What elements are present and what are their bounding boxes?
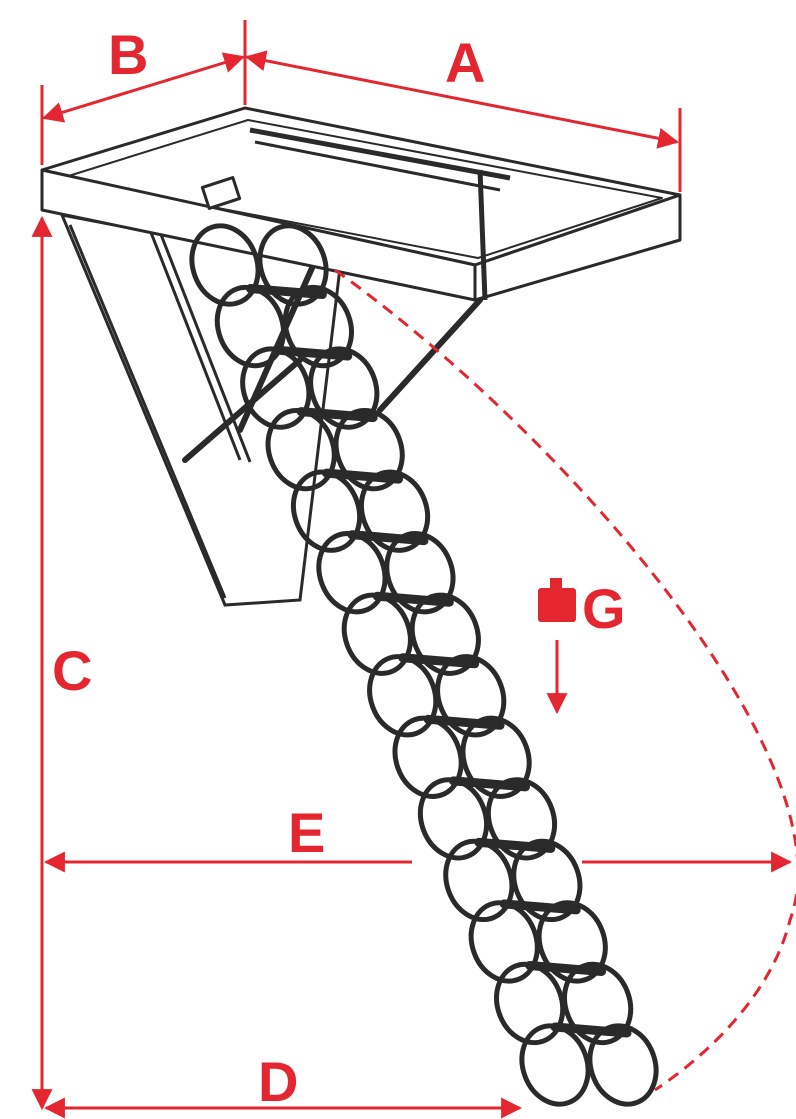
ladder-link-left: [519, 1023, 591, 1107]
ladder-link-left: [417, 777, 489, 861]
ladder-link-left: [189, 223, 261, 307]
dimension-d-label: D: [258, 1050, 298, 1113]
ladder-link-right: [257, 223, 329, 307]
ladder-step: [423, 714, 505, 730]
ladder-link-left: [316, 531, 388, 615]
ladder-step: [499, 899, 581, 915]
ladder-link-left: [341, 592, 413, 676]
ladder-link-left: [468, 900, 540, 984]
ladder-step: [271, 345, 353, 361]
swing-arc: [334, 268, 796, 1092]
dimension-lines: [31, 20, 793, 1119]
ladder-step: [525, 960, 607, 976]
ladder-step: [322, 468, 404, 484]
weight-icon: [538, 578, 576, 622]
ladder-step: [296, 407, 378, 423]
ladder-link-left: [392, 715, 464, 799]
ladder-link-left: [265, 407, 337, 492]
scissor-ladder: [189, 223, 659, 1107]
hinge-arms: [182, 247, 483, 463]
hatch-door: [59, 213, 342, 607]
ladder-link-left: [494, 961, 566, 1046]
dimension-b-label: B: [108, 23, 148, 86]
ceiling-frame: [40, 106, 682, 302]
ladder-link-left: [240, 346, 312, 430]
ladder-step: [474, 837, 556, 853]
ladder-step: [398, 653, 480, 669]
dimension-c-label: C: [52, 639, 92, 702]
ladder-link-left: [367, 654, 439, 738]
ladder-step: [347, 530, 429, 546]
ladder-link-left: [443, 838, 515, 923]
dimension-e-label: E: [288, 801, 325, 864]
dimension-a-line: [244, 50, 680, 149]
ladder-step: [372, 591, 454, 607]
ladder-step: [245, 284, 327, 300]
ladder-step: [550, 1022, 632, 1038]
dimension-a-label: A: [445, 31, 485, 94]
ladder-step: [448, 776, 530, 792]
weight-label: G: [582, 577, 626, 640]
dimension-b-line: [41, 52, 246, 123]
ladder-link-left: [214, 284, 286, 369]
ladder-link-left: [291, 469, 363, 553]
